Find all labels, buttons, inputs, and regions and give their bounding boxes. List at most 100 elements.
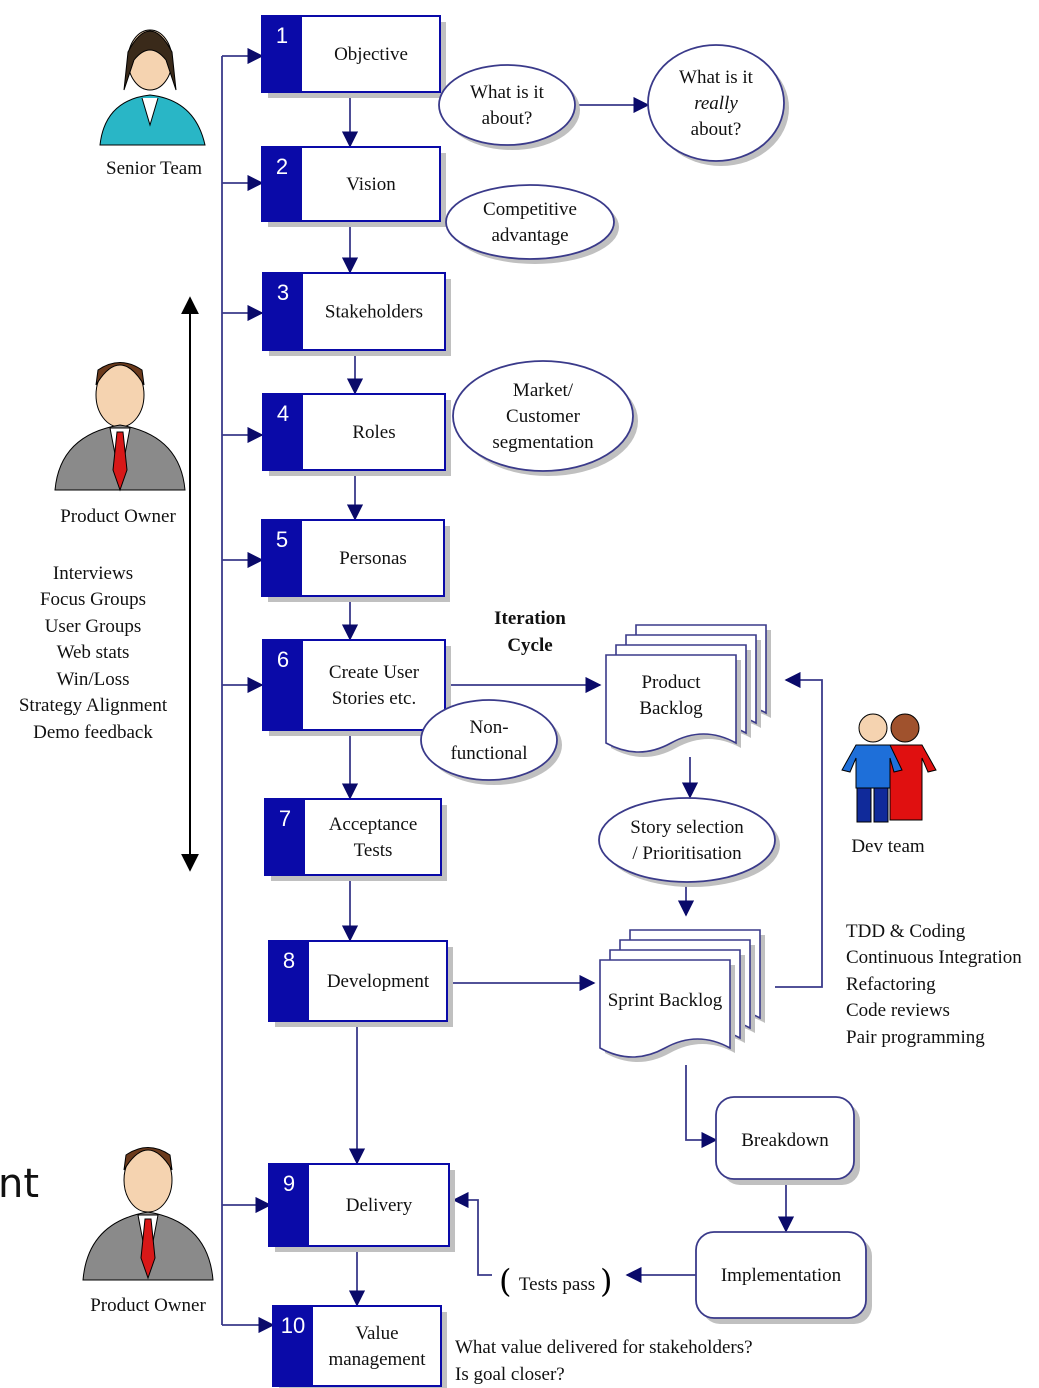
bubble-text: segmentation	[492, 432, 594, 453]
annotation-bubbles: What is it about? What is it really about? Co…	[420, 44, 789, 887]
cut-off-text: nt	[0, 1161, 39, 1207]
senior-team-figure	[99, 29, 206, 146]
doc-sheet	[605, 654, 737, 753]
paren-open: (	[499, 1262, 511, 1300]
po-activities-list: Interviews Focus Groups User Groups Web …	[19, 563, 168, 743]
step-label: Objective	[334, 44, 408, 65]
po-activity: User Groups	[45, 616, 142, 637]
breakdown-box: Breakdown	[715, 1096, 860, 1185]
step-number-bar	[262, 520, 302, 596]
product-owner-label-1: Product Owner	[60, 506, 176, 527]
doc-label: Product	[641, 672, 701, 693]
step-label: Create User	[329, 662, 420, 683]
step-number: 3	[277, 280, 289, 305]
bubble-text: functional	[450, 743, 527, 764]
step-number: 2	[276, 154, 288, 179]
step-number: 4	[277, 401, 289, 426]
bubble-text: What is it	[679, 67, 754, 88]
bubble-text: / Prioritisation	[632, 843, 742, 864]
dev-practice: Code reviews	[846, 1000, 950, 1021]
step-label: Stories etc.	[332, 688, 416, 709]
process-steps: 1Objective2Vision3Stakeholders4Roles5Per…	[261, 15, 455, 1388]
paren-close: )	[600, 1262, 612, 1300]
step-number-bar	[269, 1164, 309, 1246]
step-number-bar	[269, 941, 309, 1021]
step-number: 5	[276, 527, 288, 552]
dev-practice: Continuous Integration	[846, 947, 1022, 968]
product-owner-figure-1	[54, 362, 186, 492]
connector	[775, 671, 823, 988]
bubble-text: What is it	[470, 82, 545, 103]
connector	[685, 1065, 718, 1149]
doc-label: Backlog	[639, 698, 703, 719]
step-number-bar	[265, 799, 305, 875]
bubble-story_selection: Story selection / Prioritisation	[598, 797, 780, 887]
step-number-bar	[263, 394, 303, 470]
po-activity: Win/Loss	[56, 669, 129, 690]
bubble-text: about?	[691, 119, 742, 140]
step-number-bar	[262, 16, 302, 92]
tests-pass: ( Tests pass )	[499, 1262, 612, 1300]
breakdown-label: Breakdown	[741, 1130, 829, 1151]
sprint-backlog: Sprint Backlog	[599, 929, 765, 1062]
dev-practice: Refactoring	[846, 974, 936, 995]
senior-team-label: Senior Team	[106, 158, 202, 179]
step-label: Acceptance	[329, 814, 418, 835]
bubble-text: really	[694, 93, 738, 114]
bubble-text: Customer	[506, 406, 581, 427]
dev-practice: Pair programming	[846, 1027, 985, 1048]
bubble-text: Competitive	[483, 199, 577, 220]
step-label: Stakeholders	[325, 302, 423, 323]
step-number: 9	[283, 1171, 295, 1196]
dev-practices-list: TDD & Coding Continuous Integration Refa…	[846, 921, 1022, 1048]
dev-team-figure	[841, 713, 937, 823]
dev-practice: TDD & Coding	[846, 921, 966, 942]
dev-team-label: Dev team	[851, 836, 925, 857]
step-label: Tests	[354, 840, 393, 861]
po-activity: Strategy Alignment	[19, 695, 168, 716]
step-number: 1	[276, 23, 288, 48]
step-label: Development	[327, 971, 430, 992]
bubble-text: advantage	[491, 225, 568, 246]
bubble-text: Non-	[469, 717, 508, 738]
doc-sheet	[599, 959, 731, 1058]
bubble-nonfunctional: Non-functional	[420, 699, 562, 785]
po-activity: Interviews	[53, 563, 133, 584]
value-question-2: Is goal closer?	[455, 1364, 565, 1385]
step-number: 7	[279, 806, 291, 831]
implementation-box: Implementation	[695, 1231, 872, 1324]
bubble-text: about?	[482, 108, 533, 129]
tests-pass-label: Tests pass	[519, 1274, 595, 1295]
step-number: 8	[283, 948, 295, 973]
step-label: Delivery	[346, 1195, 413, 1216]
bubble-market: Market/Customer segmentation	[452, 360, 638, 476]
bubble-text: Market/	[513, 380, 574, 401]
connector	[452, 1191, 492, 1276]
bubble-text: Story selection	[630, 817, 744, 838]
doc-label: Sprint Backlog	[608, 990, 723, 1011]
iteration-cycle-title-2: Cycle	[507, 635, 552, 656]
step-number-bar	[273, 1306, 313, 1386]
iteration-cycle-title-1: Iteration	[494, 608, 566, 629]
step-number-bar	[262, 147, 302, 221]
step-number-bar	[263, 273, 303, 350]
product-owner-label-2: Product Owner	[90, 1295, 206, 1316]
bubble-outline	[452, 360, 634, 472]
connectors	[221, 47, 823, 1334]
bubble-competitive: Competitive advantage	[445, 184, 619, 264]
step-label: Vision	[346, 174, 396, 195]
bubble-outline	[420, 699, 558, 781]
bubble-really_about: What is it really about?	[647, 44, 789, 166]
step-number-bar	[263, 640, 303, 730]
po-activity: Focus Groups	[40, 589, 146, 610]
bubble-outline	[647, 44, 785, 162]
